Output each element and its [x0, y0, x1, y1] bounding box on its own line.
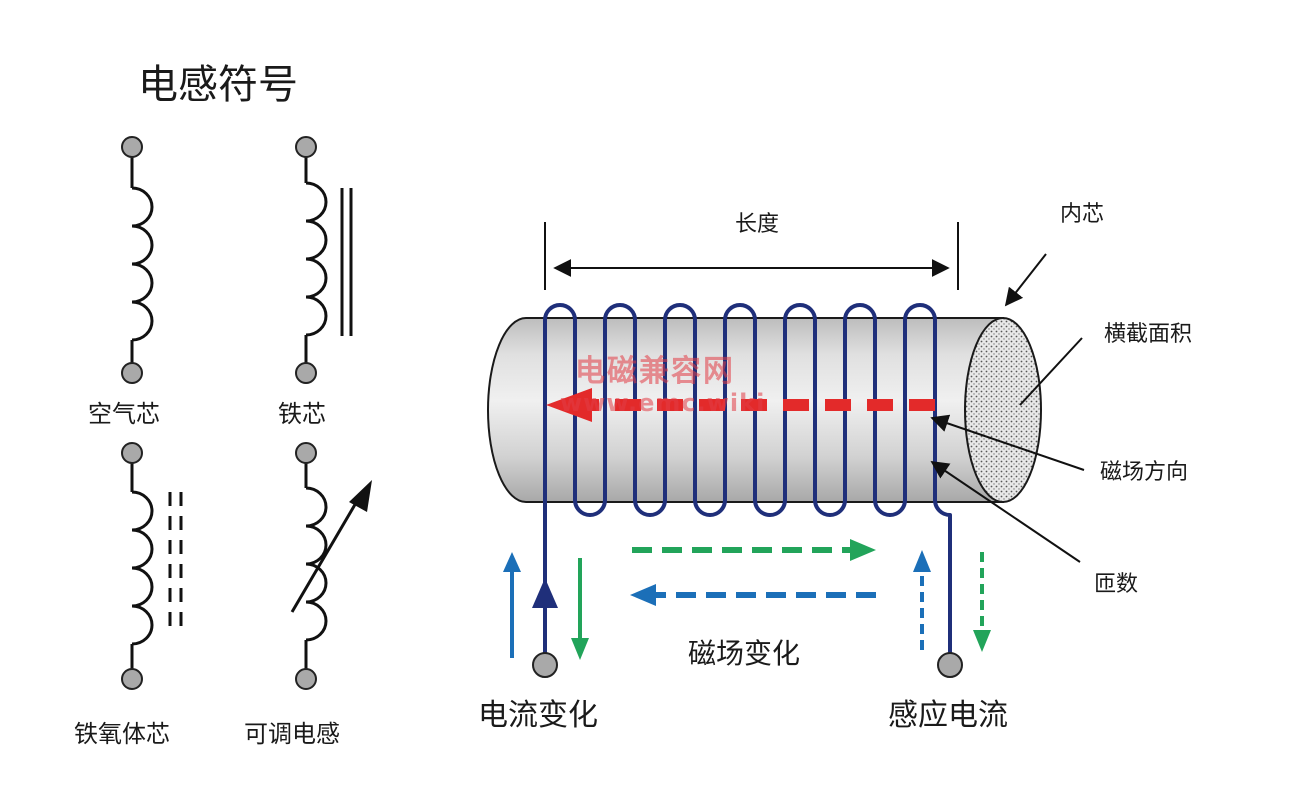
ferrite-core-symbol [121, 442, 183, 690]
turns-pointer [930, 460, 1081, 563]
induced-blue-arrow [913, 550, 931, 650]
field-direction-pointer [930, 414, 1085, 471]
field-direction-arrow [546, 388, 935, 422]
turns-label: 匝数 [1094, 572, 1139, 597]
page-title: 电感符号 [138, 62, 298, 108]
cross-section-pointer [1019, 337, 1083, 406]
current-change-green-arrow [571, 558, 589, 660]
field-direction-label: 磁场方向 [1100, 460, 1189, 485]
adjustable-inductor-symbol [290, 442, 372, 690]
current-change-blue-arrow [503, 552, 521, 658]
length-dimension [544, 222, 959, 290]
cross-section-label: 横截面积 [1104, 322, 1193, 347]
terminal-icon [295, 362, 317, 384]
adjust-arrow-icon [349, 480, 372, 512]
iron-core-label: 铁芯 [278, 400, 326, 428]
watermark-name: 电磁兼容网 [575, 354, 735, 389]
terminal-icon [532, 652, 558, 678]
field-change-label: 磁场变化 [688, 637, 801, 670]
ferrite-core-label: 铁氧体芯 [74, 720, 170, 748]
field-change-blue-arrow [630, 584, 876, 606]
induced-green-arrow [973, 552, 991, 652]
adjustable-inductor-label: 可调电感 [244, 720, 340, 748]
core-label: 内芯 [1060, 202, 1105, 227]
watermark-url: www.emc.wiki [560, 388, 766, 417]
terminal-icon [937, 652, 963, 678]
iron-core-symbol [295, 136, 353, 384]
coil-diagram [487, 222, 1085, 678]
cross-section-face [964, 317, 1042, 503]
terminal-icon [121, 362, 143, 384]
core-pointer [1004, 253, 1047, 307]
watermark: 电磁兼容网 www.emc.wiki [560, 354, 766, 417]
terminal-icon [295, 668, 317, 690]
terminal-icon [121, 136, 143, 158]
terminal-icon [295, 442, 317, 464]
field-change-green-arrow [632, 539, 876, 561]
terminal-icon [121, 442, 143, 464]
induced-current-label: 感应电流 [888, 698, 1008, 733]
current-up-arrow [532, 578, 558, 608]
current-change-label: 电流变化 [478, 698, 598, 733]
length-label: 长度 [735, 212, 780, 237]
terminal-icon [295, 136, 317, 158]
coil-winding [543, 303, 952, 655]
terminal-icon [121, 668, 143, 690]
air-core-symbol [121, 136, 154, 384]
air-core-label: 空气芯 [88, 400, 160, 428]
